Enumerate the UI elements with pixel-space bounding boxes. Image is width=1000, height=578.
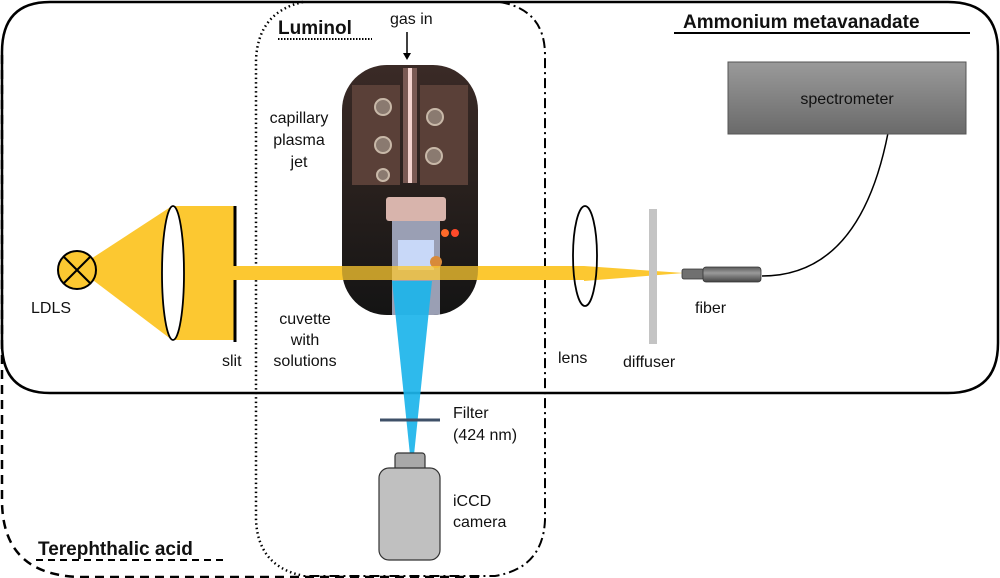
luminol-region-border-left xyxy=(254,0,304,577)
emission-cone xyxy=(392,281,432,455)
capillary-label-3: jet xyxy=(290,154,308,171)
cuvette-label-1: cuvette xyxy=(279,311,331,328)
fiber-cable xyxy=(761,132,889,277)
beam-through-cuvette xyxy=(342,266,478,280)
beam-cone xyxy=(77,206,234,340)
ldls-label: LDLS xyxy=(31,300,71,317)
fiber-tip xyxy=(681,268,705,280)
capillary-label-1: capillary xyxy=(270,110,329,127)
ammonium-title: Ammonium metavanadate xyxy=(683,12,920,33)
ammonium-region-outline xyxy=(0,0,1000,395)
camera-body xyxy=(378,467,441,561)
luminol-title: Luminol xyxy=(278,18,352,39)
camera-label-1: iCCD xyxy=(453,493,491,510)
ldls-cross-icon-2 xyxy=(63,256,91,284)
fiber-connector xyxy=(702,266,762,283)
diffuser-label: diffuser xyxy=(623,354,676,371)
condenser-lens xyxy=(161,205,185,341)
capillary-label-2: plasma xyxy=(273,132,325,149)
focusing-lens xyxy=(572,205,598,307)
terephthalic-title: Terephthalic acid xyxy=(38,539,193,560)
terephthalic-region-border xyxy=(0,55,480,578)
spectrometer-label: spectrometer xyxy=(800,91,894,108)
cuvette-label-2: with xyxy=(290,332,319,349)
filter-label-1: Filter xyxy=(453,405,489,422)
spectrometer-box xyxy=(727,61,967,135)
filter-label-2: (424 nm) xyxy=(453,427,517,444)
slit-label: slit xyxy=(222,353,242,370)
cuvette-label-3: solutions xyxy=(273,353,336,370)
gas-in-arrowhead xyxy=(403,53,411,60)
fiber-label: fiber xyxy=(695,300,727,317)
diffuser-plate xyxy=(649,209,657,344)
lens-label: lens xyxy=(558,350,587,367)
beam-focus xyxy=(584,266,684,281)
luminol-region-border-right xyxy=(300,1,546,577)
camera-label-2: camera xyxy=(453,514,506,531)
gas-in-label: gas in xyxy=(390,11,433,28)
